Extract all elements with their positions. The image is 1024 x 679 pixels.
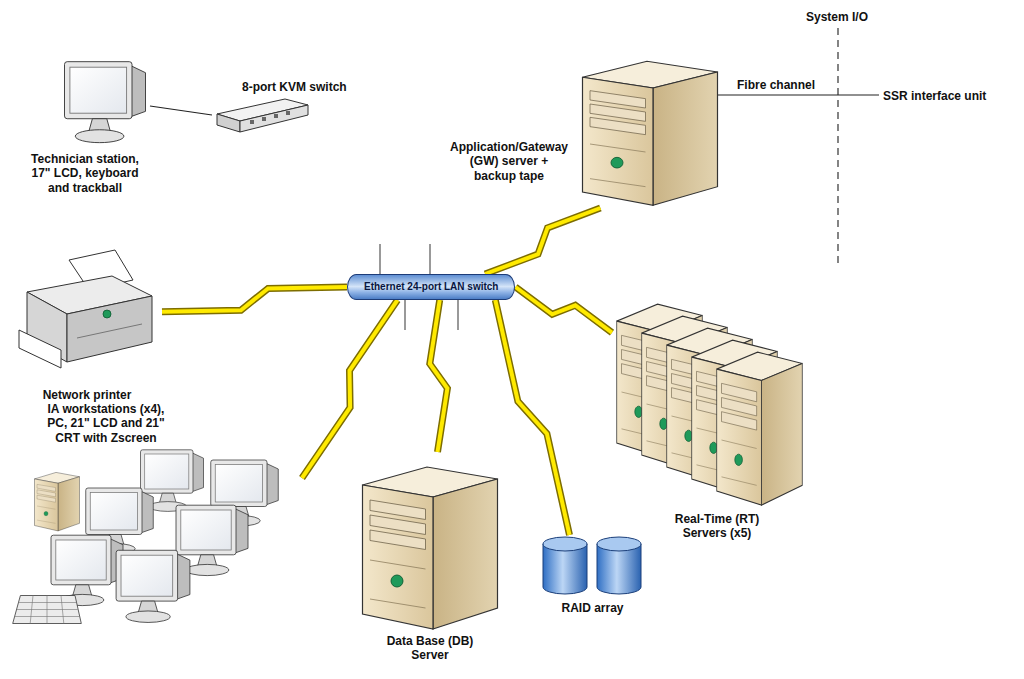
device-label: SSR interface unit [883, 89, 986, 103]
lan-switch: Ethernet 24-port LAN switch [347, 274, 515, 300]
server-stack-icon [612, 290, 817, 510]
server-icon [575, 48, 725, 208]
polygon-shape [240, 105, 308, 132]
device-label: Real-Time (RT) Servers (x5) [657, 512, 777, 541]
circle-shape [103, 310, 111, 318]
network-printer: Network printer [12, 246, 162, 402]
line-shape [77, 324, 142, 338]
link-label: Fibre channel [737, 78, 815, 92]
technician-station: Technician station, 17" LCD, keyboard an… [20, 58, 150, 195]
cable-line [150, 106, 212, 115]
device-label: Data Base (DB) Server [375, 634, 485, 663]
bolt-outline [485, 208, 600, 274]
network-link [495, 300, 569, 535]
use-shape [717, 352, 803, 505]
bolt-fill [495, 300, 569, 535]
use-shape [363, 467, 498, 629]
polygon-shape [217, 114, 240, 132]
workstation-cluster-icon [12, 447, 302, 632]
use-shape [583, 61, 718, 205]
use-shape [13, 596, 82, 624]
io-boundary-label: System I/O [806, 10, 868, 24]
realtime-servers: Real-Time (RT) Servers (x5) [612, 290, 822, 541]
bolt-fill [162, 287, 347, 312]
network-link [302, 300, 398, 478]
kvm-switch-icon [215, 96, 310, 136]
database-server: Data Base (DB) Server [355, 452, 505, 663]
use-shape [116, 550, 190, 622]
device-label: Technician station, 17" LCD, keyboard an… [20, 152, 150, 195]
gateway-server: Application/Gateway (GW) server + backup… [448, 48, 725, 208]
polygon-shape [19, 330, 61, 368]
use-shape [65, 62, 146, 143]
device-label: 8-port KVM switch [242, 80, 352, 94]
server-icon [355, 452, 505, 632]
printer-icon [17, 246, 157, 386]
rect-shape [262, 117, 266, 121]
bolt-fill [430, 300, 448, 452]
polygon-shape [67, 296, 152, 362]
raid-array: RAID array [535, 535, 650, 615]
bolt-outline [302, 300, 398, 478]
fibre-channel-line [716, 94, 879, 95]
device-label: Application/Gateway (GW) server + backup… [448, 140, 570, 183]
raid-icon [537, 535, 647, 597]
device-label: IA workstations (x4), PC, 21" LCD and 21… [42, 402, 170, 445]
ia-workstations: IA workstations (x4), PC, 21" LCD and 21… [12, 402, 302, 632]
use-shape [597, 537, 641, 594]
io-boundary-line [837, 28, 838, 265]
bolt-outline [495, 300, 569, 535]
device-label: RAID array [535, 601, 650, 615]
bolt-fill [485, 208, 600, 274]
monitor-icon [60, 58, 150, 150]
rect-shape [250, 120, 254, 124]
device-label: Network printer [12, 388, 162, 402]
cable-path [150, 106, 212, 115]
network-link [162, 287, 347, 312]
use-shape [35, 473, 80, 532]
bolt-outline [430, 300, 448, 452]
bolt-outline [162, 287, 347, 312]
network-link [430, 300, 448, 452]
network-link [516, 287, 613, 333]
bolt-outline [516, 287, 613, 333]
kvm-switch: 8-port KVM switch [212, 80, 352, 136]
rect-shape [286, 111, 290, 115]
switch-label: Ethernet 24-port LAN switch [364, 281, 498, 293]
network-link [485, 208, 600, 274]
rect-shape [274, 114, 278, 118]
use-shape [51, 535, 123, 605]
bolt-fill [516, 287, 613, 333]
use-shape [543, 537, 587, 594]
bolt-fill [302, 300, 398, 478]
